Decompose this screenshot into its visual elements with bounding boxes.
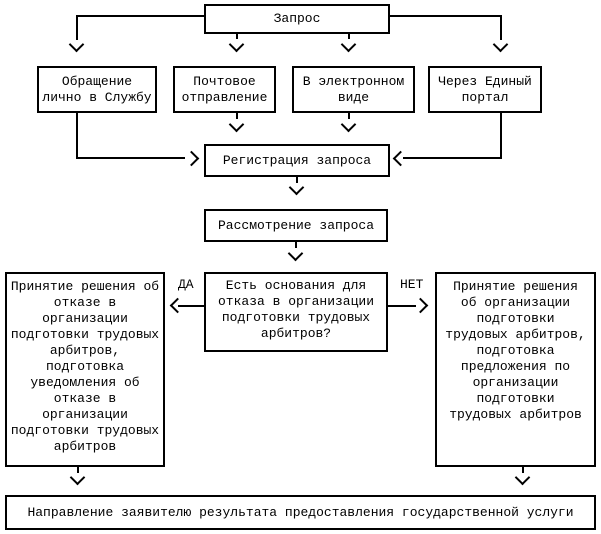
connector-line [522,467,524,473]
arrowhead-down-icon [69,469,86,486]
arrowhead-down-icon [340,36,357,53]
arrowhead-left-icon [169,297,186,314]
node-result: Направление заявителю результата предост… [5,495,596,530]
connector-line [77,467,79,473]
node-mail: Почтовое отправление [173,66,276,113]
node-registration: Регистрация запроса [204,144,390,177]
arrowhead-down-icon [340,116,357,133]
node-portal: Через Единый портал [428,66,542,113]
arrowhead-down-icon [288,179,305,196]
connector-line [348,113,350,119]
arrowhead-left-icon [392,150,409,167]
node-electronic: В электронном виде [292,66,415,113]
connector-line [388,305,416,307]
connector-line [178,305,204,307]
arrowhead-down-icon [514,469,531,486]
node-in-person: Обращение лично в Службу [37,66,157,113]
yes-label: ДА [178,277,194,292]
connector-line [403,157,501,159]
node-approval: Принятие решения об организации подготов… [435,272,596,467]
connector-line [389,15,502,17]
connector-line [76,15,78,40]
arrowhead-down-icon [492,36,509,53]
arrowhead-down-icon [68,36,85,53]
connector-line [500,15,502,40]
arrowhead-right-icon [183,150,200,167]
arrowhead-down-icon [228,116,245,133]
connector-line [348,33,350,39]
node-review: Рассмотрение запроса [204,209,388,242]
connector-line [76,113,78,159]
connector-line [500,113,502,159]
arrowhead-right-icon [412,297,429,314]
connector-line [236,113,238,119]
connector-line [295,242,297,248]
arrowhead-down-icon [287,245,304,262]
node-refusal: Принятие решения об отказе в организации… [5,272,165,467]
node-decision: Есть основания для отказа в организации … [204,272,388,352]
node-request: Запрос [204,4,390,34]
connector-line [296,177,298,183]
connector-line [77,157,185,159]
arrowhead-down-icon [228,36,245,53]
connector-line [236,33,238,39]
no-label: НЕТ [400,277,424,292]
connector-line [77,15,204,17]
